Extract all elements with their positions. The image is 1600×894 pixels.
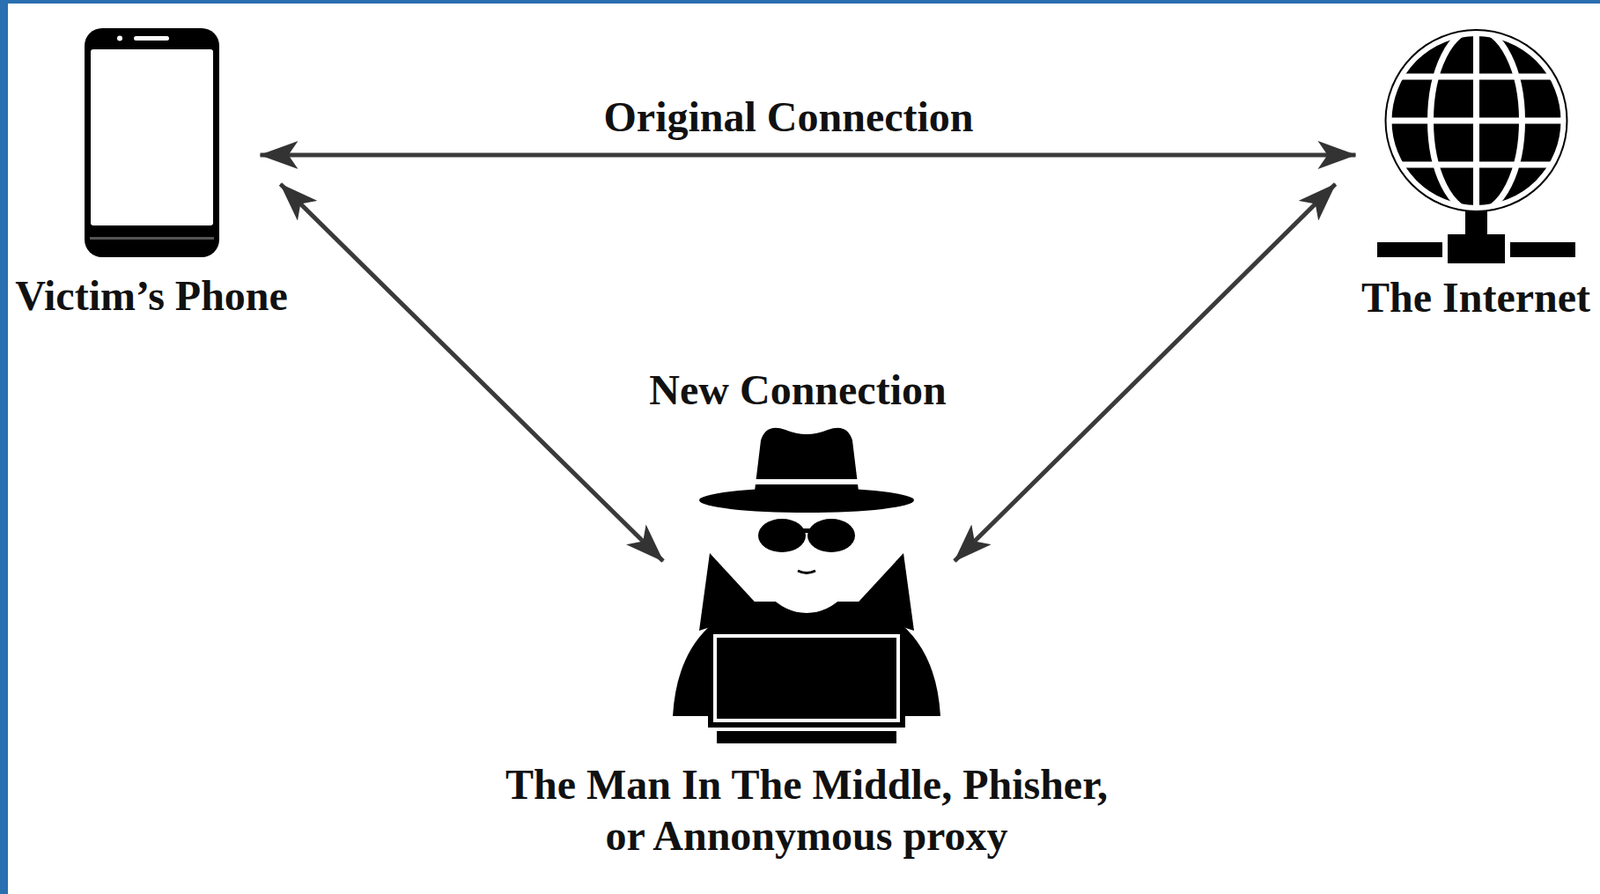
connection-label: Original Connection — [599, 91, 977, 143]
icon-part — [1377, 28, 1576, 214]
icon-part — [1465, 210, 1488, 237]
internet-node: The Internet — [1357, 28, 1594, 324]
node-label: The Man In The Middle, Phisher, or Annon… — [489, 759, 1124, 861]
icon-part — [758, 518, 806, 553]
icon-part — [753, 427, 860, 499]
connection-arrow — [954, 184, 1336, 561]
icon-part — [716, 730, 897, 744]
globe-icon — [1377, 28, 1576, 264]
icon-part — [699, 487, 915, 513]
connection-caption: New Connection — [645, 364, 950, 416]
icon-part — [1388, 33, 1564, 208]
icon-part — [699, 552, 763, 631]
icon-part — [90, 49, 214, 226]
icon-part — [797, 528, 816, 533]
icon-part — [797, 570, 816, 574]
icon-part — [84, 28, 220, 258]
icon-part — [807, 518, 856, 553]
icon-part — [715, 635, 899, 721]
connection-arrow — [280, 184, 664, 561]
phone-node: Victim’s Phone — [11, 28, 292, 322]
node-label: The Internet — [1361, 272, 1591, 324]
connection-arrow — [260, 152, 1357, 157]
icon-part — [1377, 242, 1443, 258]
hacker-icon — [665, 420, 948, 745]
icon-part — [1377, 162, 1576, 169]
icon-part — [117, 36, 123, 42]
icon-part — [850, 552, 915, 631]
attacker-node: The Man In The Middle, Phisher, or Annon… — [486, 420, 1128, 861]
icon-part — [1377, 73, 1576, 81]
icon-part — [89, 236, 214, 240]
icon-part — [1447, 234, 1505, 264]
icon-part — [707, 628, 906, 728]
frame-bar — [0, 0, 8, 894]
phone-icon — [84, 28, 220, 258]
icon-part — [755, 479, 858, 485]
icon-part — [133, 36, 170, 41]
node-label: Victim’s Phone — [14, 270, 288, 322]
icon-part — [1510, 242, 1576, 258]
frame-bar — [0, 0, 1600, 4]
icon-part — [1377, 117, 1576, 125]
